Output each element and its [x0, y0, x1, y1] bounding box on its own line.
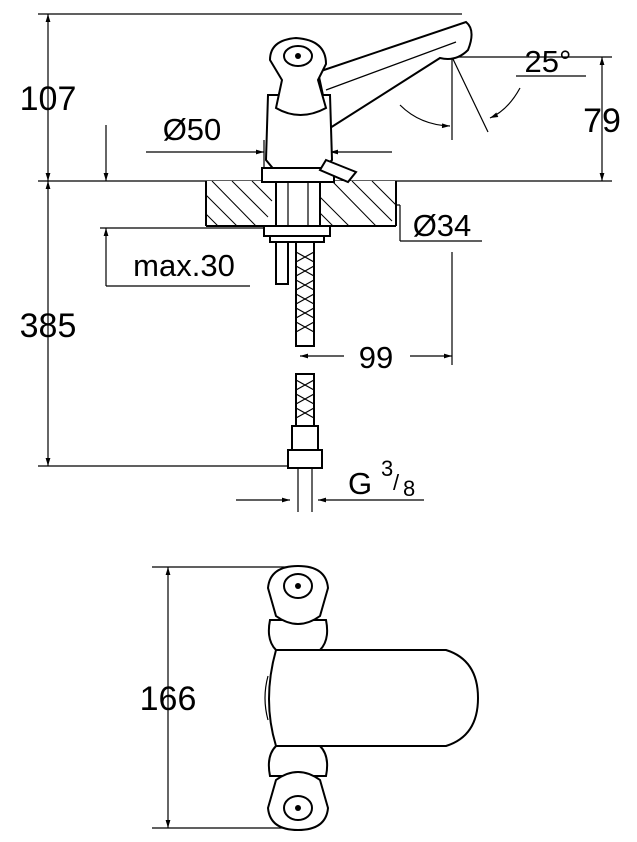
dim-angle-label: 25°: [525, 44, 572, 79]
dim-g-slash: /: [393, 470, 400, 495]
angle-slant-line: [451, 56, 489, 133]
dim-79-label: 79: [583, 102, 621, 140]
dim-g-label: G: [348, 466, 372, 501]
dim-d50-label: Ø50: [163, 112, 222, 147]
dim-99-label: 99: [359, 340, 393, 375]
dim-166-label: 166: [140, 680, 197, 718]
angle-arc: [399, 104, 451, 129]
dim-d34-label: Ø34: [413, 208, 472, 243]
dim-385-label: 385: [20, 307, 77, 345]
dim-g-den: 8: [403, 476, 415, 501]
faucet-body: [261, 20, 473, 285]
dim-g-num: 3: [381, 456, 393, 481]
angle-arc-2: [489, 87, 521, 119]
dim-max30-label: max.30: [133, 248, 235, 283]
top-view: 166: [140, 564, 480, 832]
supply-hose: [287, 241, 323, 512]
dim-107-label: 107: [20, 80, 77, 118]
side-view: 107 385 79 25° Ø50 max.30 Ø34: [20, 13, 621, 512]
